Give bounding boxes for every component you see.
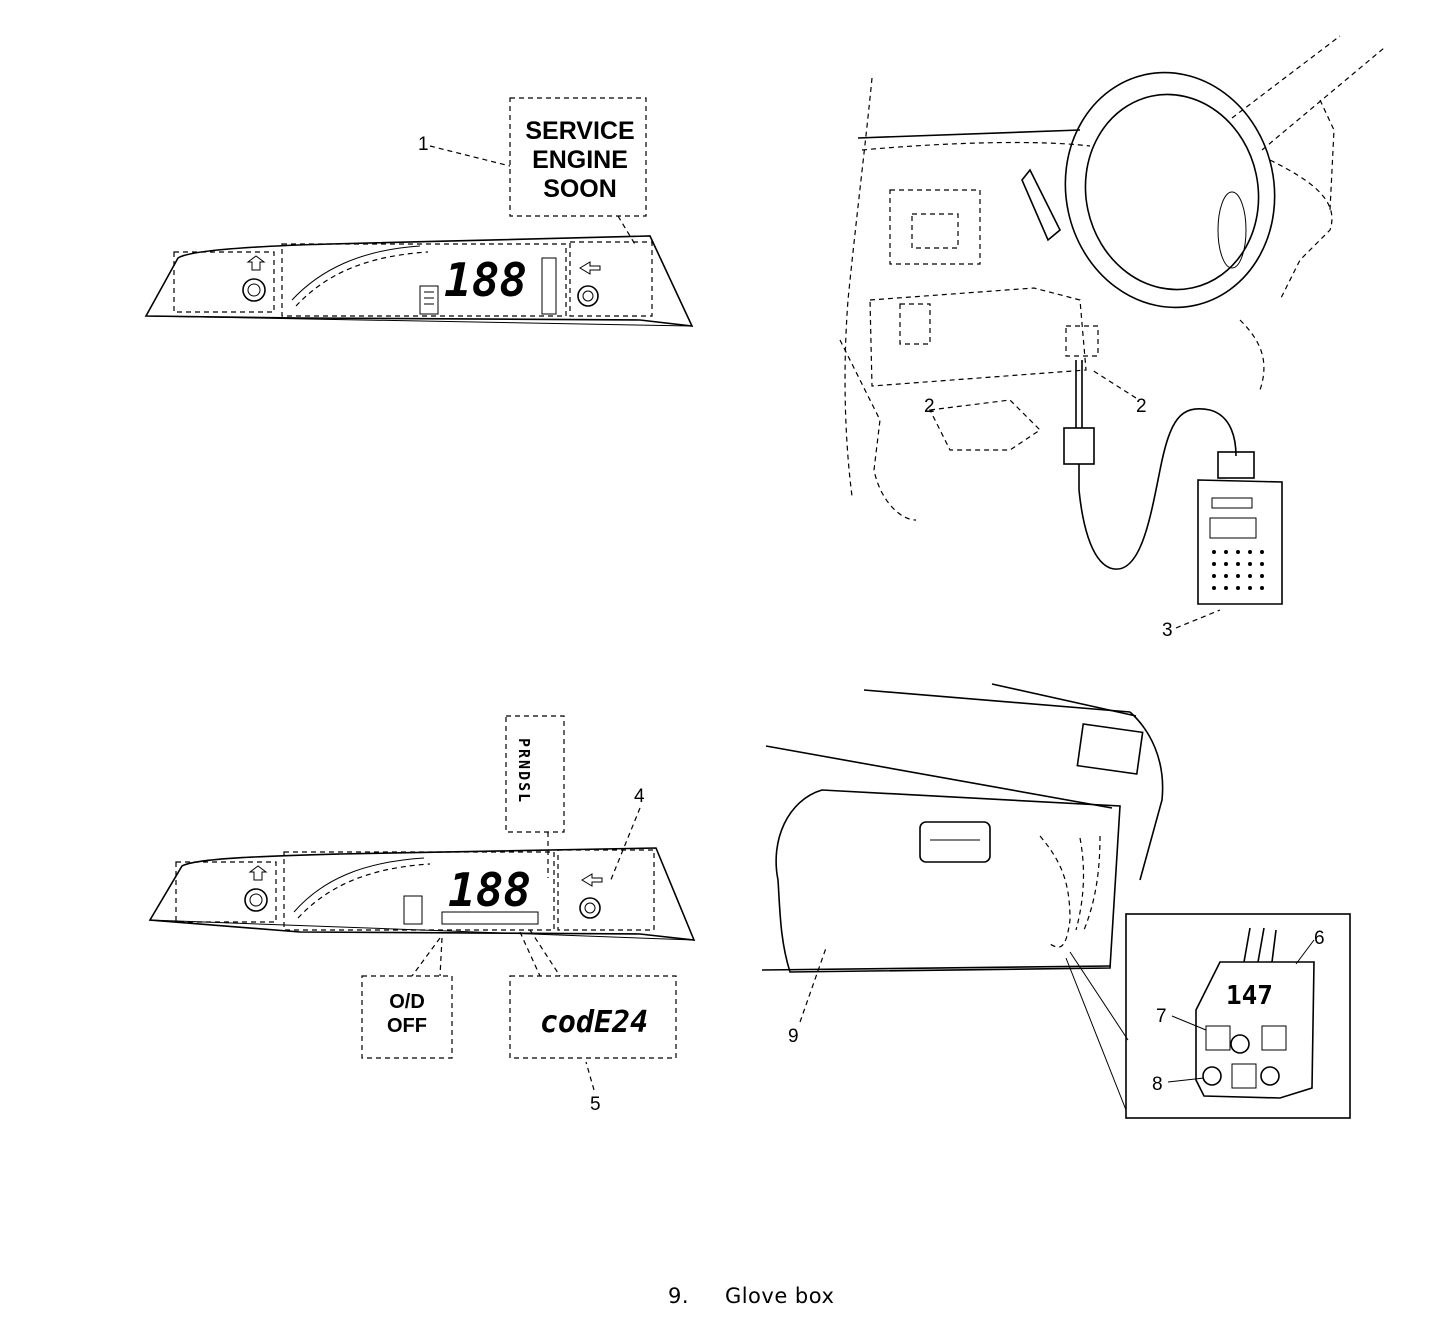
cluster-top: SERVICE ENGINE SOON 1 188 bbox=[144, 97, 694, 327]
code-box bbox=[509, 975, 677, 1059]
service-line-2: ENGINE bbox=[532, 146, 628, 174]
cluster-housing-bottom bbox=[148, 847, 696, 941]
callout-7: 7 bbox=[1156, 1006, 1167, 1027]
connector-inset bbox=[1125, 913, 1351, 1119]
cluster-bottom: PRNDSL 4 188 O/D OFF codE24 5 bbox=[148, 715, 696, 1115]
callout-6: 6 bbox=[1314, 928, 1325, 949]
figure-caption: 9. Glove box bbox=[668, 1284, 834, 1308]
callout-2-left: 2 bbox=[924, 396, 935, 417]
speed-readout-top: 188 bbox=[444, 253, 527, 307]
od-line-1: O/D bbox=[389, 991, 425, 1013]
callout-1: 1 bbox=[418, 134, 429, 155]
od-off-box bbox=[361, 975, 453, 1059]
glove-box-view: 147 6 7 8 9 bbox=[761, 683, 1351, 1119]
scan-tool bbox=[1197, 479, 1283, 605]
callout-4: 4 bbox=[634, 786, 645, 807]
dashboard-scan-tool: 2 2 3 bbox=[839, 35, 1385, 641]
callout-2-right: 2 bbox=[1136, 396, 1147, 417]
callout-3: 3 bbox=[1162, 620, 1173, 641]
cluster-housing-top bbox=[144, 235, 694, 327]
speed-readout-bottom: 188 bbox=[448, 863, 531, 917]
gear-letters: PRNDSL bbox=[515, 738, 533, 804]
od-line-2: OFF bbox=[387, 1015, 427, 1037]
service-line-3: SOON bbox=[543, 175, 617, 203]
scan-tool-keypad bbox=[1212, 550, 1264, 590]
callout-5: 5 bbox=[590, 1094, 601, 1115]
callout-8: 8 bbox=[1152, 1074, 1163, 1095]
glove-box-handle bbox=[919, 821, 991, 863]
dlc-connector bbox=[1063, 427, 1095, 465]
glove-box-door bbox=[775, 789, 1121, 973]
scan-tool-cable bbox=[1078, 408, 1237, 570]
diagnostic-connector bbox=[1195, 961, 1315, 1099]
code-text: codE24 bbox=[540, 1005, 648, 1040]
gear-strip bbox=[505, 715, 565, 833]
caption-number: 9. bbox=[668, 1284, 690, 1308]
connector-label: 147 bbox=[1226, 981, 1273, 1011]
service-line-1: SERVICE bbox=[525, 117, 634, 145]
callout-9: 9 bbox=[788, 1026, 799, 1047]
caption-text: Glove box bbox=[724, 1284, 835, 1308]
steering-wheel bbox=[1064, 71, 1276, 309]
service-engine-soon-box bbox=[509, 97, 647, 217]
